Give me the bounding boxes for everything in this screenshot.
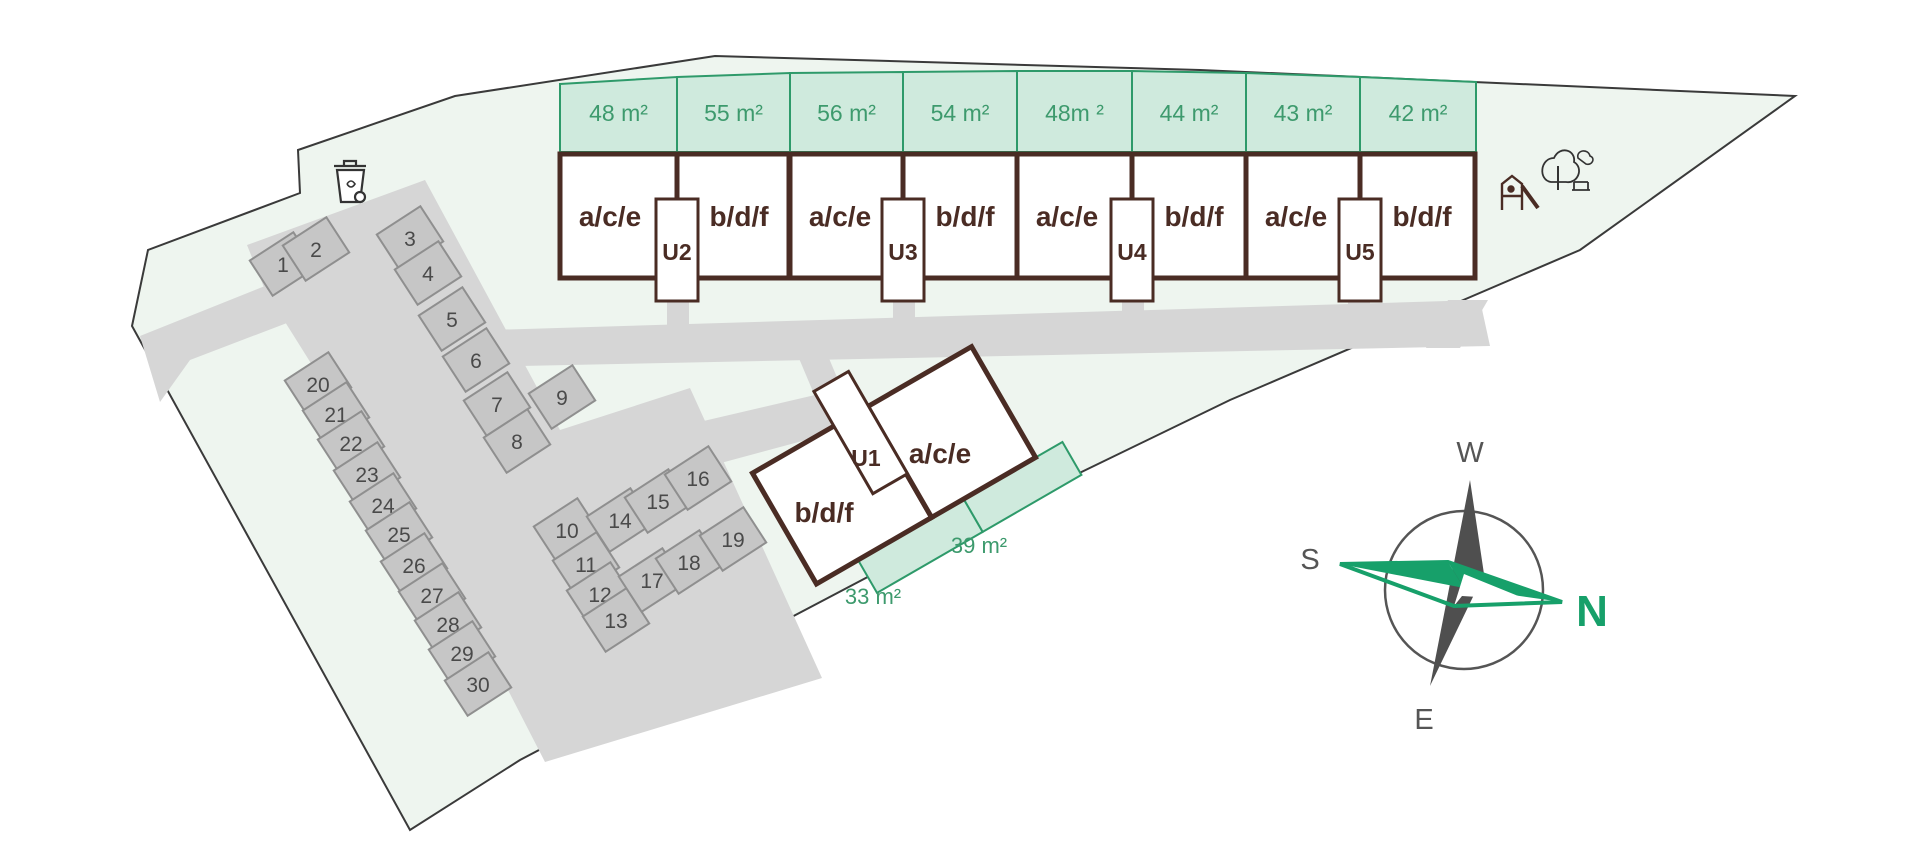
- unit-label-bdf: b/d/f: [709, 201, 769, 232]
- parking-number: 5: [446, 309, 458, 332]
- parking-number: 21: [324, 404, 347, 427]
- parking-space[interactable]: [663, 444, 733, 512]
- stair-label: U3: [888, 239, 917, 265]
- unit-label-bdf-u1: b/d/f: [794, 497, 854, 528]
- compass-label-south: S: [1300, 544, 1319, 576]
- parking-number: 1: [277, 254, 289, 277]
- parking-number: 23: [355, 464, 378, 487]
- parking-number: 22: [339, 433, 362, 456]
- waste-bin-icon: [334, 159, 367, 204]
- parking-number: 15: [646, 491, 669, 514]
- building-row: a/c/e b/d/fU2 a/c/e b/d/fU3 a/c/e b/d/fU4 a/c/…: [557, 151, 1478, 303]
- compass-needle-north-inner: [1454, 574, 1528, 606]
- parking-number: 4: [422, 263, 434, 286]
- unit-label-ace: a/c/e: [579, 201, 641, 232]
- parking-bay: [482, 407, 552, 475]
- compass-label-west: W: [1456, 437, 1484, 469]
- unit-label-bdf: b/d/f: [935, 201, 995, 232]
- garden-label: 55 m²: [704, 100, 763, 126]
- parking-number: 29: [450, 643, 473, 666]
- parking-bay: [527, 363, 597, 431]
- stair-core-u1: [811, 369, 910, 496]
- parking-bay: [441, 326, 511, 394]
- access-roads: [140, 180, 1490, 762]
- parking-number: 26: [402, 555, 425, 578]
- parking-bay: [698, 505, 768, 573]
- parking-number: 13: [604, 610, 627, 633]
- parking-number: 10: [555, 520, 578, 543]
- parking-bay: [417, 285, 487, 353]
- parking-number: 2: [310, 239, 322, 262]
- stair-label: U4: [1117, 239, 1147, 265]
- compass-rose: [1339, 480, 1563, 686]
- compass-label-north: N: [1576, 587, 1608, 636]
- parking-space[interactable]: [527, 363, 597, 431]
- playground-icon: [1500, 149, 1594, 210]
- parking-space[interactable]: [698, 505, 768, 573]
- building-u1: [749, 343, 1083, 595]
- garden-label: 56 m²: [817, 100, 876, 126]
- garden-row: 48 m² 55 m² 56 m² 54 m² 48m ² 44 m² 43 m² 42 m²: [559, 69, 1477, 153]
- stair-core: [880, 197, 926, 303]
- parking-bay: [443, 650, 513, 718]
- unit-label-ace: a/c/e: [1036, 201, 1098, 232]
- unit-label-ace-u1: a/c/e: [909, 438, 971, 469]
- parking-number: 17: [640, 570, 663, 593]
- parking-number: 11: [575, 554, 597, 577]
- parking-bay: [393, 239, 463, 307]
- garden-label-33: 33 m²: [845, 584, 901, 609]
- parking-number: 28: [436, 614, 459, 637]
- parking-bay: [281, 215, 351, 283]
- parking-number: 27: [420, 585, 443, 608]
- garden-label: 48m ²: [1045, 100, 1104, 126]
- parking-number: 9: [556, 387, 568, 410]
- compass-needle-outline: [1339, 559, 1563, 609]
- parking-space[interactable]: [417, 285, 487, 353]
- unit-label-bdf: b/d/f: [1164, 201, 1224, 232]
- parking-space[interactable]: [393, 239, 463, 307]
- parking-number: 25: [387, 524, 410, 547]
- stair-label-u1: U1: [851, 445, 881, 471]
- parking-space[interactable]: [482, 407, 552, 475]
- compass-ring: [1383, 509, 1545, 671]
- compass-label-east: E: [1414, 704, 1433, 736]
- parking-number: 14: [608, 510, 632, 533]
- parking-space[interactable]: [443, 650, 513, 718]
- compass-needle-south: [1340, 562, 1464, 588]
- parking-number: 19: [721, 529, 744, 552]
- parking-bay: [663, 444, 733, 512]
- garden-label: 44 m²: [1160, 100, 1219, 126]
- unit-label-ace: a/c/e: [809, 201, 871, 232]
- parking-space[interactable]: [281, 215, 351, 283]
- stair-label: U2: [662, 239, 691, 265]
- parking-number: 16: [686, 468, 709, 491]
- garden-label: 42 m²: [1389, 100, 1448, 126]
- garden-label: 48 m²: [589, 100, 648, 126]
- stair-core: [1109, 197, 1155, 303]
- garden-label-39: 39 m²: [951, 533, 1007, 558]
- unit-label-ace: a/c/e: [1265, 201, 1327, 232]
- parking-space[interactable]: [441, 326, 511, 394]
- garden-label: 54 m²: [931, 100, 990, 126]
- stair-core: [1337, 197, 1383, 303]
- parking-number: 24: [371, 495, 395, 518]
- garden-label: 43 m²: [1274, 100, 1333, 126]
- unit-label-bdf: b/d/f: [1392, 201, 1452, 232]
- parking-number: 30: [466, 674, 489, 697]
- parking-number: 8: [511, 431, 523, 454]
- parking-number: 7: [491, 394, 503, 417]
- stair-core: [654, 197, 700, 303]
- parking-number: 6: [470, 350, 482, 373]
- parking-number: 18: [677, 552, 700, 575]
- stair-label: U5: [1345, 239, 1375, 265]
- parking-number: 3: [404, 228, 416, 251]
- parking-number: 20: [306, 374, 329, 397]
